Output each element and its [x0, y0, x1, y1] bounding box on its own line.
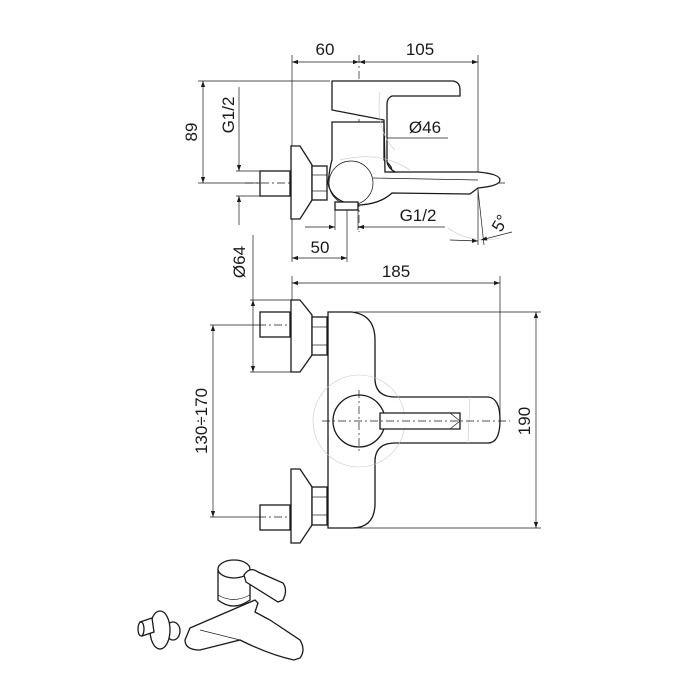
dim-label-185: 185	[382, 262, 410, 281]
front-view: Ø64 185 130÷170 190	[192, 235, 541, 544]
inlet-pipe	[259, 170, 291, 197]
dim-label-190: 190	[515, 407, 534, 435]
outlet-fitting	[334, 201, 359, 211]
dimension-105: 105	[359, 40, 478, 65]
iso-body-spout	[184, 599, 304, 661]
lower-hex-nut	[311, 486, 328, 526]
dimension-60: 60	[292, 40, 359, 65]
dimension-outlet-thread: G1/2	[305, 206, 445, 230]
upper-hex-nut	[311, 316, 328, 356]
dim-label-flange-diameter: Ø64	[230, 246, 249, 278]
dim-label-60: 60	[316, 40, 335, 59]
iso-cylinder-top	[217, 559, 251, 579]
dimension-spout-angle: 5°	[447, 189, 513, 246]
dim-label-89: 89	[182, 123, 201, 142]
upper-inlet-pipe	[259, 311, 291, 338]
faucet-front-profile	[258, 299, 510, 544]
iso-cylinder	[217, 569, 251, 607]
upper-wall-flange	[290, 299, 313, 373]
dim-label-50: 50	[311, 238, 330, 257]
faucet-side-profile	[245, 80, 501, 220]
side-view: 60 105 89 G1/2 Ø46	[182, 40, 513, 262]
lower-wall-flange	[290, 468, 313, 544]
dim-label-body-diameter: Ø46	[409, 118, 441, 137]
dimension-inlet-thread: G1/2	[219, 87, 262, 225]
dimension-64: Ø64	[230, 235, 256, 372]
dimension-50: 50	[292, 238, 347, 261]
dimension-130-170: 130÷170	[192, 325, 216, 517]
lever-handle	[331, 80, 461, 173]
dim-label-inlet-thread: G1/2	[219, 97, 238, 134]
wall-flange	[290, 145, 313, 220]
dim-label-105: 105	[406, 40, 434, 59]
hex-nut	[311, 165, 328, 201]
dim-label-outlet-thread: G1/2	[400, 206, 437, 225]
isometric-view	[137, 559, 304, 661]
dim-label-inlet-spacing: 130÷170	[192, 388, 211, 454]
iso-lever	[243, 568, 287, 603]
dimension-190: 190	[515, 312, 539, 528]
lower-inlet-pipe	[259, 504, 291, 531]
dimension-185: 185	[292, 262, 500, 286]
dim-label-spout-angle: 5°	[488, 211, 513, 235]
dimension-89: 89	[182, 81, 206, 183]
